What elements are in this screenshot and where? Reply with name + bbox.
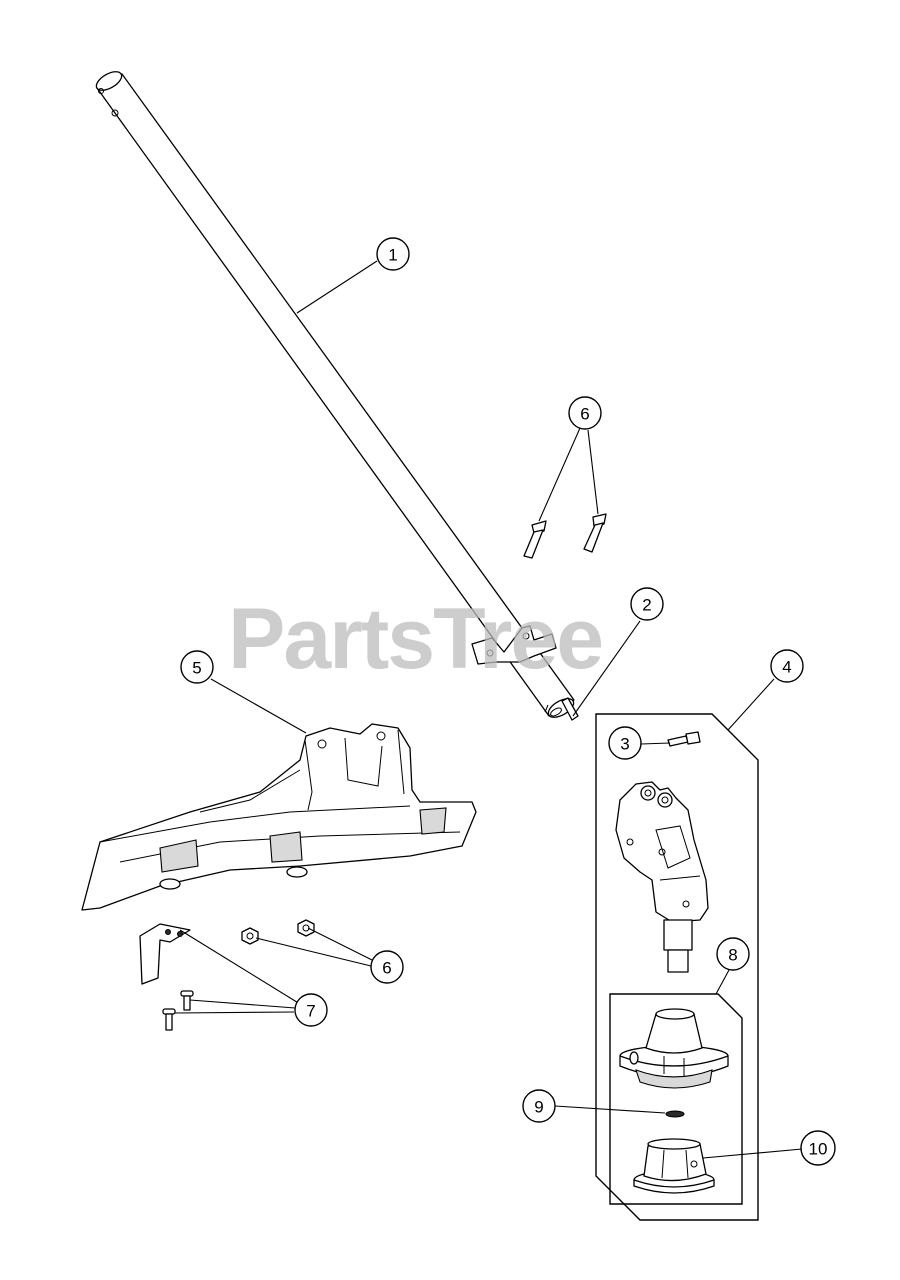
callout-10[interactable]: 10 [800,1130,836,1166]
callout-1-label: 1 [388,246,397,265]
trimmer-shield[interactable] [81,723,477,911]
leader-6a-right [587,429,599,515]
callout-10-label: 10 [809,1140,828,1159]
callout-6-lower-label: 6 [382,959,391,978]
callout-2[interactable]: 2 [630,587,664,621]
callout-9-label: 9 [534,1098,543,1117]
leader-4 [727,678,775,731]
callout-2-label: 2 [642,596,651,615]
spool-assembly-frame [609,993,743,1205]
screw-lower[interactable] [162,1008,176,1031]
spool-housing[interactable] [619,1008,729,1089]
nut-right[interactable] [297,919,315,937]
callout-4[interactable]: 4 [770,649,804,683]
leader-1 [296,260,378,314]
leader-6b-bottom [255,937,372,967]
gearbox-assembly-frame [595,713,759,1221]
gearbox-screw[interactable] [667,731,701,747]
leader-6b-top [307,927,373,961]
shaft-clamp-bracket[interactable] [471,625,557,665]
callout-9[interactable]: 9 [522,1089,556,1123]
spool-washer[interactable] [665,1110,685,1118]
cutter-bracket[interactable] [139,923,191,985]
gearbox-head[interactable] [615,781,709,973]
callout-1[interactable]: 1 [376,237,410,271]
leader-9 [554,1105,666,1114]
leader-7-screw-upper [189,999,296,1009]
callout-3[interactable]: 3 [608,726,642,760]
callout-6-upper[interactable]: 6 [568,396,602,430]
leader-2 [572,620,641,717]
callout-6-lower[interactable]: 6 [370,950,404,984]
leader-7-screw-lower [174,1011,295,1014]
watermark-logo: PartsTree [228,591,602,687]
callout-5[interactable]: 5 [180,650,214,684]
shaft-tube[interactable] [93,68,576,721]
leader-6a-left [538,427,581,522]
nut-left[interactable] [241,927,259,945]
callout-7[interactable]: 7 [294,993,328,1027]
callout-8[interactable]: 8 [716,937,750,971]
callout-4-label: 4 [782,658,791,677]
leader-5 [210,678,307,734]
callout-8-label: 8 [728,946,737,965]
callout-7-label: 7 [306,1002,315,1021]
leader-10 [702,1148,803,1159]
callout-5-label: 5 [192,659,201,678]
bump-knob[interactable] [633,1138,715,1194]
upper-bolt-left[interactable] [523,520,547,559]
screw-upper[interactable] [180,990,194,1011]
leader-3 [640,742,671,745]
upper-bolt-right[interactable] [583,513,607,553]
callout-6-upper-label: 6 [580,405,589,424]
callout-3-label: 3 [620,735,629,754]
leader-7-bracket [179,929,301,1005]
leader-lines [174,260,803,1159]
leader-8 [715,969,730,995]
